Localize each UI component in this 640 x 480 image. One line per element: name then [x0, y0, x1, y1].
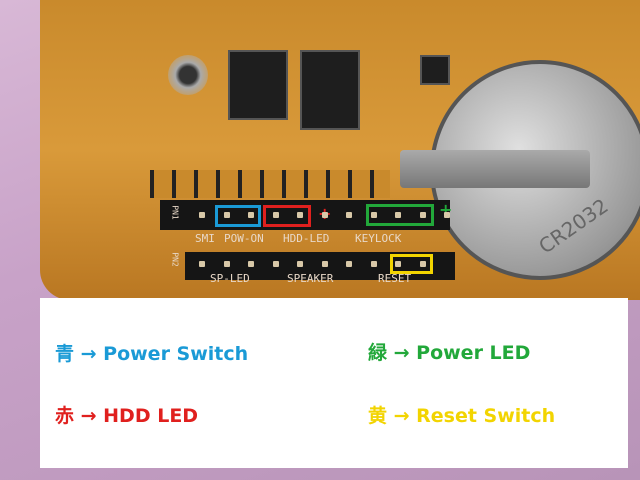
header-pin [395, 212, 401, 218]
battery-label: CR2032 [534, 193, 613, 259]
header-pin [297, 212, 303, 218]
header-pin [419, 212, 426, 218]
blue-highlight-box [215, 205, 261, 227]
header-pin [346, 261, 352, 267]
header-pin [444, 212, 450, 218]
header-pin [199, 212, 205, 218]
header-pin [346, 212, 352, 218]
header-pin [370, 261, 377, 267]
legend-panel: 青 → Power Switch 緑 → Power LED 赤 → HDD L… [40, 298, 628, 468]
header-pin [321, 261, 328, 267]
battery-clip [400, 150, 590, 188]
resistor-row [150, 170, 390, 198]
green-highlight-box [366, 204, 434, 226]
silk-hdd-led: HDD-LED [283, 232, 330, 245]
silk-sp-led: SP-LED [210, 272, 250, 285]
header-pin [248, 261, 254, 267]
pn2-label: PN2 [170, 252, 180, 267]
silk-speaker: SPEAKER [287, 272, 334, 285]
header-pin [272, 261, 279, 267]
header-pin [321, 212, 328, 218]
mounting-hole [168, 55, 208, 95]
header-pin [248, 212, 254, 218]
red-highlight-box [263, 205, 311, 227]
header-pin [223, 212, 230, 218]
ic-chip [300, 50, 360, 130]
header-pin [419, 261, 426, 267]
yellow-highlight-box [390, 254, 433, 274]
ic-chip [420, 55, 450, 85]
header-pin [395, 261, 401, 267]
header-pin [297, 261, 303, 267]
legend-blue-power-switch: 青 → Power Switch [55, 343, 249, 365]
silk-keylock: KEYLOCK [355, 232, 402, 245]
legend-red-hdd-led: 赤 → HDD LED [55, 405, 199, 427]
header-pin [370, 212, 377, 218]
header-pin [223, 261, 230, 267]
pn1-label: PN1 [170, 205, 180, 220]
silk-smi: SMI [195, 232, 215, 245]
legend-green-power-led: 緑 → Power LED [368, 342, 531, 364]
header-pin [272, 212, 279, 218]
legend-yellow-reset-switch: 黄 → Reset Switch [368, 405, 556, 427]
silk-reset: RESET [378, 272, 412, 285]
header-pin [199, 261, 205, 267]
silk-pow-on: POW-ON [224, 232, 264, 245]
ic-chip [228, 50, 288, 120]
